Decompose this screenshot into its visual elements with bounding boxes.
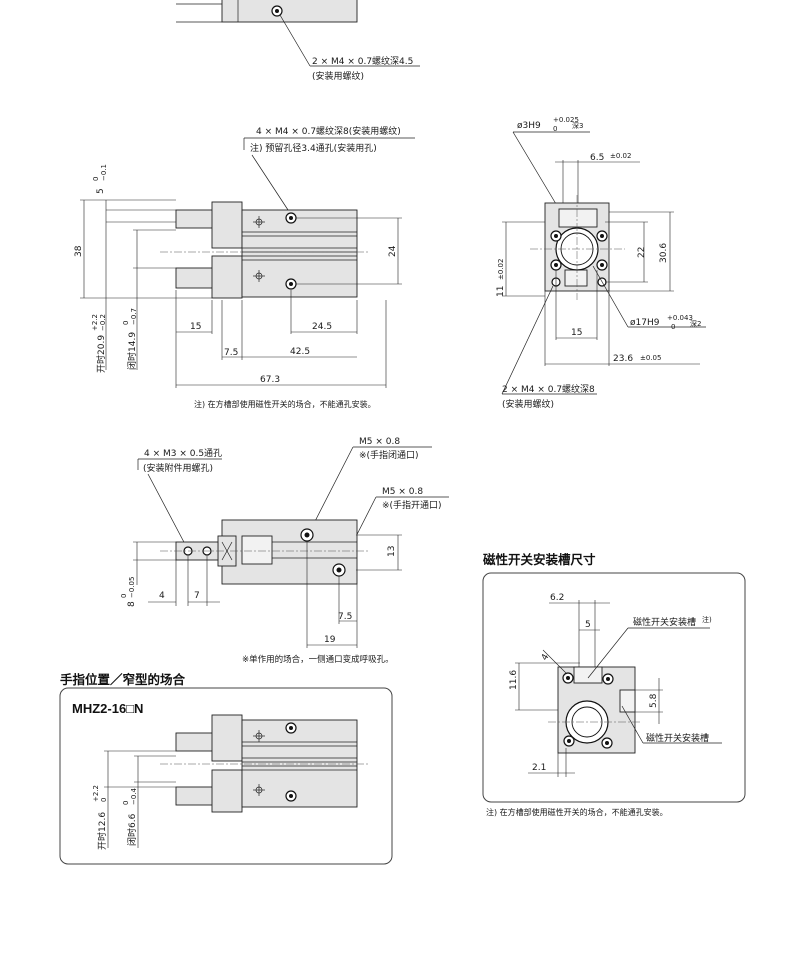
dim-5-lower: −0.1: [100, 164, 108, 181]
bore-depth: 深2: [690, 319, 701, 328]
dim-38: 38: [74, 245, 84, 257]
open-dim-lower: −0.2: [99, 314, 107, 331]
side-callout-2: 注) 预留孔径3.4通孔(安装用孔): [250, 142, 377, 154]
narrow-panel-frame: [59, 687, 393, 865]
port-2-note: ※(手指开通口): [382, 499, 442, 511]
switch-groove-panel: 磁性开关安装槽尺寸 6.2 5 11.6 4 5.8: [482, 552, 746, 817]
bottom-note: ※单作用的场合，一侧通口变成呼吸孔。: [242, 654, 394, 665]
narrow-panel-model: MHZ2-16□N: [72, 701, 143, 716]
end-callout-1: 2 × M4 × 0.7螺纹深8: [502, 383, 595, 395]
closed-dim-upper: 0: [122, 321, 130, 325]
dim-11-tol: ±0.02: [497, 259, 505, 280]
dim-11: 11: [496, 286, 506, 297]
dim-11-6: 11.6: [509, 670, 519, 690]
dim-23-6: 23.6: [613, 354, 633, 364]
dim-7-5: 7.5: [338, 612, 352, 622]
bore-upper: +0.043: [667, 314, 693, 322]
hole-upper: +0.025: [553, 116, 579, 124]
hole-lower: 0: [553, 125, 557, 133]
dim-5-upper: 0: [92, 177, 100, 181]
end-callout-2: (安装用螺纹): [502, 398, 554, 410]
bottom-callout-2: (安装附件用螺孔): [143, 462, 213, 474]
port-2-label: M5 × 0.8: [382, 487, 423, 497]
hole-label: ø3H9: [517, 121, 541, 131]
bore-lower: 0: [671, 323, 675, 331]
dim-13: 13: [387, 546, 397, 557]
slot-label-2: 磁性开关安装槽: [646, 732, 709, 744]
narrow-finger-panel: 手指位置／窄型的场合 MHZ2-16□N 开时12.6 +2.2 0 闭时6.: [59, 672, 393, 865]
top-body: [221, 0, 358, 23]
slot-label-1-note: 注): [702, 615, 712, 624]
crosshair-icon: [253, 730, 265, 796]
side-callout-1: 4 × M4 × 0.7螺纹深8(安装用螺纹): [256, 125, 401, 137]
side-view: 4 × M4 × 0.7螺纹深8(安装用螺纹) 注) 预留孔径3.4通孔(安装用…: [74, 125, 415, 409]
narrow-panel-title: 手指位置／窄型的场合: [60, 672, 186, 687]
dim-5-8: 5.8: [649, 693, 659, 708]
guide-upper: [211, 201, 243, 249]
top-partial-view: 2 × M4 × 0.7螺纹深4.5 (安装用螺纹): [176, 0, 420, 82]
dim-30-6: 30.6: [659, 243, 669, 263]
closed-dim: 闭时14.9: [126, 332, 138, 370]
slot-label-1: 磁性开关安装槽: [633, 616, 696, 628]
top-callout-2: (安装用螺纹): [312, 70, 364, 82]
guide-lower: [211, 255, 243, 299]
dim-19: 19: [324, 635, 336, 645]
narrow-closed-upper: 0: [122, 801, 130, 805]
switch-panel-title: 磁性开关安装槽尺寸: [482, 552, 596, 567]
side-note: 注) 在方槽部使用磁性开关的场合，不能通孔安装。: [194, 399, 376, 409]
dim-8: 8: [127, 601, 137, 607]
narrow-open-upper: +2.2: [92, 785, 100, 802]
dim-8-upper: 0: [120, 594, 128, 598]
narrow-open-dim: 开时12.6: [96, 812, 108, 850]
dim-22: 22: [637, 247, 647, 258]
dim-4: 4: [540, 652, 552, 662]
closed-dim-lower: −0.7: [130, 308, 138, 325]
dim-7: 7: [194, 591, 200, 601]
dim-67-3: 67.3: [260, 375, 280, 385]
port-1-note: ※(手指闭通口): [359, 449, 419, 461]
dim-7-5: 7.5: [224, 348, 238, 358]
dim-5: 5: [585, 620, 591, 630]
port-1-label: M5 × 0.8: [359, 437, 400, 447]
narrow-open-lower: 0: [100, 798, 108, 802]
dim-15: 15: [190, 322, 201, 332]
switch-note: 注) 在方槽部使用磁性开关的场合，不能通孔安装。: [486, 807, 668, 817]
dim-6-5: 6.5: [590, 153, 604, 163]
dim-24-5: 24.5: [312, 322, 332, 332]
narrow-closed-dim: 闭时6.6: [126, 813, 138, 846]
hole-depth: 深3: [572, 121, 583, 130]
dim-6-2: 6.2: [550, 593, 564, 603]
end-view: ø3H9 +0.025 0 深3 6.5 ±0.02: [496, 116, 706, 410]
dim-8-lower: −0.05: [128, 577, 136, 598]
dim-42-5: 42.5: [290, 347, 310, 357]
dim-24: 24: [388, 245, 398, 257]
open-dim-upper: +2.2: [91, 314, 99, 331]
dim-4: 4: [159, 591, 165, 601]
dim-23-6-tol: ±0.05: [640, 354, 661, 362]
bottom-view: 4 × M3 × 0.5通孔 (安装附件用螺孔) M5 × 0.8 ※(手指闭通…: [120, 437, 449, 665]
dim-5: 5: [96, 188, 106, 194]
top-callout-1: 2 × M4 × 0.7螺纹深4.5: [312, 55, 413, 67]
dim-15: 15: [571, 328, 582, 338]
switch-panel-frame: [482, 572, 746, 803]
bore-label: ø17H9: [630, 318, 660, 328]
crosshair-icon: [253, 216, 265, 282]
dim-6-5-tol: ±0.02: [610, 152, 631, 160]
narrow-closed-lower: −0.4: [130, 787, 138, 805]
open-dim: 开时20.9: [95, 335, 107, 373]
dim-2-1: 2.1: [532, 763, 546, 773]
bottom-callout-1: 4 × M3 × 0.5通孔: [144, 448, 222, 459]
